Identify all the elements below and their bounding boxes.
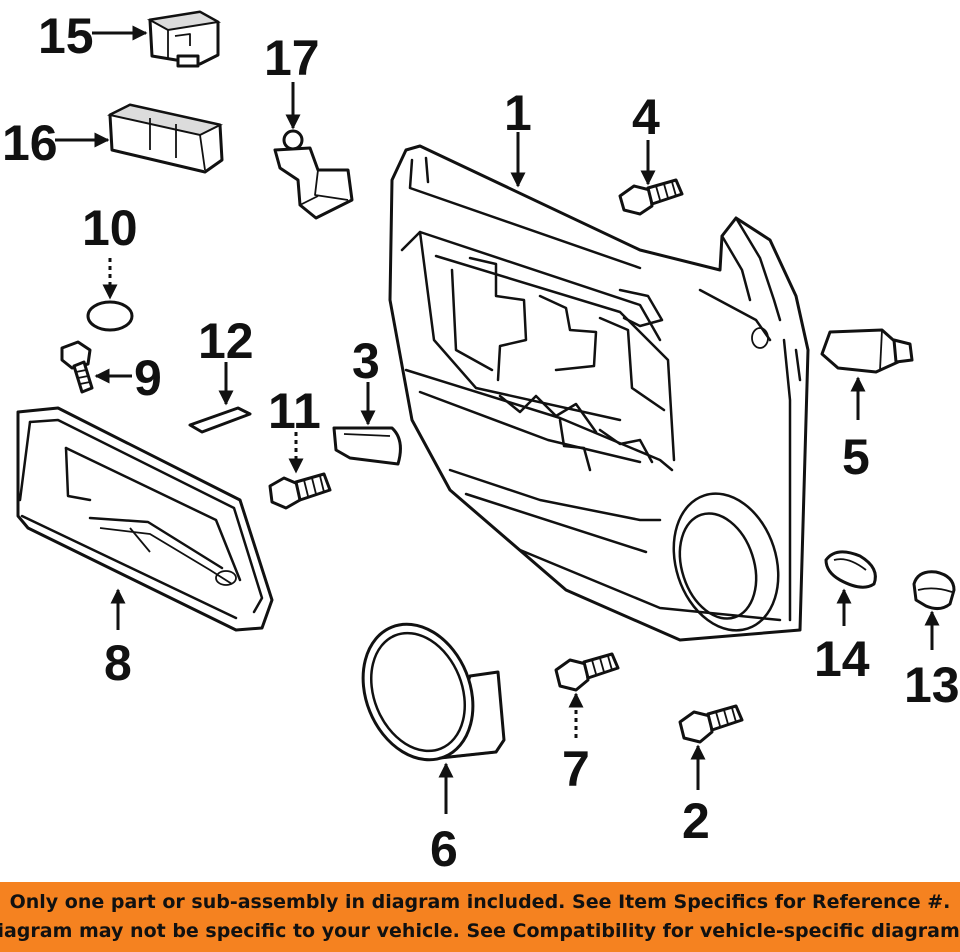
part-9-bolt: [60, 340, 94, 394]
callout-7: 7: [562, 741, 590, 797]
part-14-lens: [824, 550, 877, 589]
callout-15: 15: [38, 8, 94, 64]
callout-2: 2: [682, 793, 710, 849]
disclaimer-line-2: Diagram may not be specific to your vehi…: [0, 920, 960, 942]
part-10-plug: [86, 300, 134, 332]
part-15-switch: [146, 10, 222, 68]
part-17-bracket: [273, 129, 354, 220]
callout-12: 12: [198, 313, 254, 369]
part-12-label: [188, 406, 252, 434]
callout-3: 3: [352, 333, 380, 389]
part-8-armrest: [16, 406, 274, 632]
part-11-bolt: [268, 472, 332, 510]
callout-13: 13: [904, 657, 960, 713]
callout-6: 6: [430, 821, 458, 877]
disclaimer-line-1: Only one part or sub-assembly in diagram…: [9, 891, 951, 913]
callout-17: 17: [264, 30, 320, 86]
callout-5: 5: [842, 429, 870, 485]
part-13-socket: [912, 570, 956, 611]
part-6-speaker: [361, 622, 506, 762]
callout-16: 16: [2, 115, 58, 171]
callout-11: 11: [268, 383, 321, 439]
part-2-bolt: [678, 704, 744, 744]
parts-diagram: 15 16 17 10 9 12 11: [2, 8, 960, 877]
part-5-lamp: [820, 328, 914, 374]
part-4-bolt: [618, 178, 684, 216]
callout-8: 8: [104, 635, 132, 691]
callout-10: 10: [82, 200, 138, 256]
part-7-bolt: [554, 652, 620, 692]
part-16-switch-bank: [107, 103, 224, 174]
callout-14: 14: [814, 631, 870, 687]
disclaimer-banner: Only one part or sub-assembly in diagram…: [0, 882, 960, 952]
callout-9: 9: [134, 350, 162, 406]
callout-4: 4: [632, 89, 660, 145]
callout-1: 1: [504, 85, 532, 141]
part-1-door-panel: [388, 144, 810, 642]
part-3-trim: [332, 426, 402, 466]
